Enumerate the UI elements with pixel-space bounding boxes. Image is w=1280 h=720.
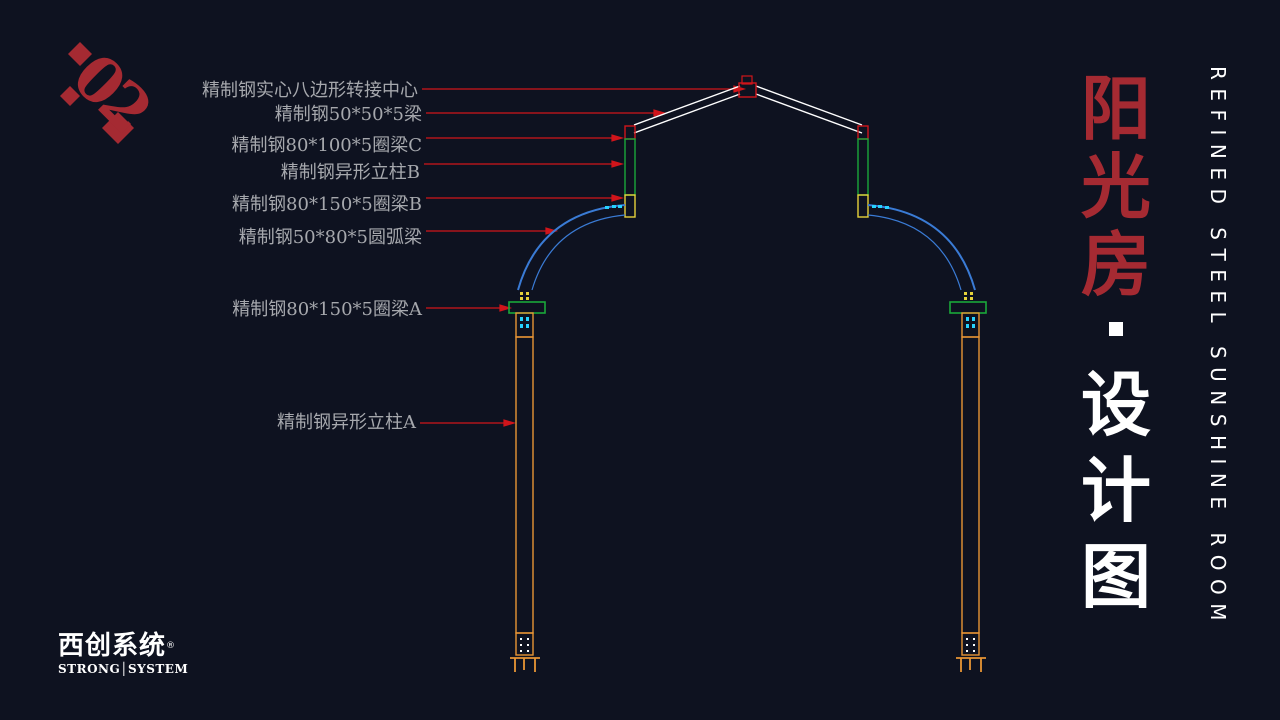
arrowhead bbox=[499, 304, 513, 312]
label-column-a: 精制钢异形立柱A bbox=[277, 412, 417, 433]
registered-mark: ® bbox=[166, 641, 177, 651]
title-separator-dot bbox=[1109, 322, 1123, 336]
title-char: 图 bbox=[1081, 536, 1151, 618]
page-subtitle: REFINED STEEL SUNSHINE ROOM bbox=[1206, 66, 1230, 629]
ring-beam-c-left bbox=[624, 125, 636, 140]
foot-bolt-details bbox=[520, 638, 975, 652]
title-char: 光 bbox=[1081, 145, 1151, 228]
base-plates bbox=[510, 657, 986, 672]
arrowhead bbox=[503, 419, 517, 427]
arrowhead bbox=[653, 109, 667, 117]
steel-frame bbox=[508, 75, 987, 672]
octagon-hub-block bbox=[738, 82, 757, 98]
ring-beam-a-left bbox=[508, 301, 546, 314]
arc-beams bbox=[517, 204, 976, 291]
column-a bbox=[515, 312, 980, 656]
title-char: 计 bbox=[1081, 450, 1151, 532]
arc-joint-details bbox=[520, 292, 973, 300]
label-column-b: 精制钢异形立柱B bbox=[281, 162, 420, 183]
arrowhead bbox=[611, 160, 625, 168]
ring-beam-b-right bbox=[857, 194, 869, 218]
label-ring-beam-a: 精制钢80*150*5圈梁A bbox=[232, 299, 423, 320]
arrowhead bbox=[611, 134, 625, 142]
title-char: 设 bbox=[1081, 364, 1151, 446]
ring-beam-a-right bbox=[949, 301, 987, 314]
ring-beam-b-left bbox=[624, 194, 636, 218]
title-char: 阳 bbox=[1081, 67, 1151, 150]
label-arc-beam: 精制钢50*80*5圆弧梁 bbox=[239, 227, 422, 248]
brand-name-en: STRONG│SYSTEM bbox=[58, 662, 189, 676]
label-octagon-hub: 精制钢实心八边形转接中心 bbox=[202, 80, 418, 101]
badge-decor bbox=[60, 42, 134, 144]
rafters bbox=[633, 85, 863, 134]
label-ring-beam-b: 精制钢80*150*5圈梁B bbox=[232, 194, 422, 215]
page-title: 阳 光 房 设 计 图 bbox=[1078, 70, 1154, 620]
bolt-details bbox=[520, 205, 975, 328]
brand-logo: 西创系统® STRONG│SYSTEM bbox=[58, 630, 188, 676]
leader-lines bbox=[420, 85, 747, 427]
label-ring-beam-c: 精制钢80*100*5圈梁C bbox=[232, 135, 423, 156]
title-char: 房 bbox=[1081, 223, 1151, 306]
column-b-left bbox=[624, 138, 636, 196]
column-b-right bbox=[857, 138, 869, 196]
label-beam-50: 精制钢50*50*5梁 bbox=[275, 104, 422, 125]
arrowhead bbox=[611, 194, 625, 202]
brand-name-cn: 西创系统® bbox=[58, 631, 177, 661]
